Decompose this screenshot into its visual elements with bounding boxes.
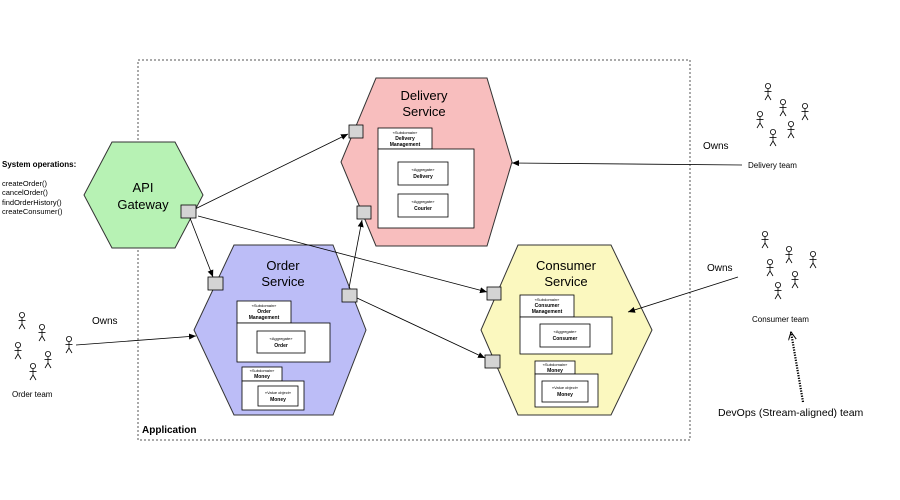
order-money-stereotype: «Subdomain» [250,368,275,373]
application-label: Application [142,425,196,436]
system-operations-title: System operations: [2,160,77,169]
consumer-team-name: Consumer team [752,315,809,324]
consumer-aggregate-name: Consumer [553,336,578,342]
consumer-service: Consumer Service «Subdomain» Consumer Ma… [480,244,653,416]
delivery-port-bottom [356,205,372,220]
courier-aggregate-stereotype: «Aggregate» [412,199,436,204]
api-gateway-title-line1: API [133,180,154,195]
order-team-owns-label: Owns [92,316,118,327]
service-connections [189,133,488,359]
delivery-service-title-line1: Delivery [401,88,448,103]
api-gateway-port [180,204,197,219]
order-money-vo-stereotype: «Value object» [265,390,292,395]
ownership-arrows [75,160,805,403]
order-aggregate-box [256,330,306,354]
api-gateway-title-line2: Gateway [117,197,169,212]
delivery-aggregate-box [397,161,449,186]
operation-find-order-history: findOrderHistory() [2,197,62,207]
gateway-to-delivery-arrow [192,133,349,211]
order-subdomain-name-line2: Management [249,315,280,321]
courier-aggregate-name: Courier [414,206,432,212]
order-team-name: Order team [12,390,53,399]
order-service: Order Service «Subdomain» Order Manageme… [193,244,367,416]
consumer-subdomain-name-line2: Management [532,309,563,315]
order-aggregate-stereotype: «Aggregate» [270,336,294,341]
consumer-money-value-object-box [541,380,589,403]
order-to-consumer-arrow [356,297,486,359]
consumer-service-title-line2: Service [544,274,587,289]
delivery-port-top [348,124,364,139]
system-operations-panel: System operations: createOrder() cancelO… [2,160,94,217]
delivery-team-people [756,83,809,147]
consumer-money-stereotype: «Subdomain» [543,362,568,367]
order-to-delivery-arrow [348,219,364,289]
consumer-port-bottom [484,354,501,369]
delivery-subdomain-stereotype: «Subdomain» [393,130,418,135]
delivery-team-name: Delivery team [748,161,797,170]
order-money-value-object-box [257,385,299,407]
consumer-team-people [761,230,817,300]
devops-to-consumer-team-arrow [791,332,805,403]
application-boundary [137,59,691,441]
consumer-team-owns-arrow [627,276,739,313]
order-subdomain-name-line1: Order [257,309,271,315]
order-port-right [341,288,358,303]
gateway-to-order-arrow [189,217,214,278]
order-service-title-line2: Service [261,274,304,289]
delivery-subdomain-name-line1: Delivery [395,136,415,142]
api-gateway-hexagon [83,141,204,249]
order-team-people [14,311,73,381]
operation-cancel-order: cancelOrder() [2,188,48,197]
consumer-port-top [486,286,502,301]
order-service-title-line1: Order [266,258,300,273]
ports [180,124,502,369]
delivery-aggregate-name: Delivery [413,174,433,180]
courier-aggregate-box [397,193,449,218]
consumer-subdomain-name-line1: Consumer [535,303,560,309]
delivery-aggregate-stereotype: «Aggregate» [412,167,436,172]
consumer-money-name: Money [547,368,563,374]
consumer-aggregate-box [539,323,591,348]
order-port-left [207,276,224,291]
consumer-aggregate-stereotype: «Aggregate» [554,329,578,334]
delivery-service: Delivery Service «Subdomain» Delivery Ma… [340,77,513,247]
order-team-owns-arrow [75,333,197,346]
consumer-subdomain-stereotype: «Subdomain» [535,297,560,302]
consumer-team-owns-label: Owns [707,263,733,274]
delivery-team-owns-label: Owns [703,141,729,152]
order-subdomain-stereotype: «Subdomain» [252,303,277,308]
consumer-money-vo-name: Money [557,392,573,398]
consumer-money-vo-stereotype: «Value object» [552,385,579,390]
gateway-to-consumer-arrow [197,215,488,294]
delivery-team-owns-arrow [511,160,743,167]
order-money-name: Money [254,374,270,380]
order-money-vo-name: Money [270,397,286,403]
delivery-service-title-line2: Service [402,104,445,119]
operation-create-consumer: createConsumer() [2,207,63,216]
consumer-service-title-line1: Consumer [536,258,597,273]
devops-team-label: DevOps (Stream-aligned) team [718,407,864,419]
delivery-subdomain-name-line2: Management [390,142,421,148]
order-aggregate-name: Order [274,343,288,349]
operation-create-order: createOrder() [2,178,48,188]
api-gateway-service: API Gateway [83,141,204,249]
